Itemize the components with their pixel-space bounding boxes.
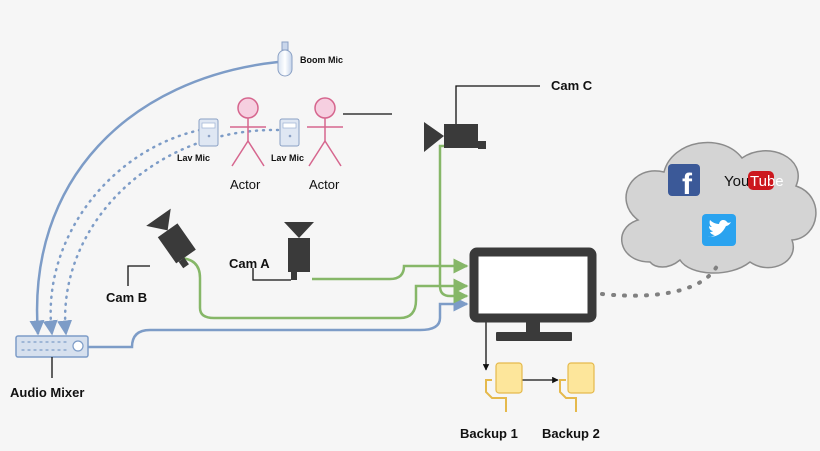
audio-mixer-icon — [15, 335, 89, 358]
backup-1: Backup 1 — [460, 362, 523, 441]
actor-1: Actor — [230, 97, 266, 192]
mixer-to-monitor — [88, 296, 469, 349]
cam-c-to-monitor — [438, 144, 478, 304]
lav-mic-2: Lav Mic — [271, 118, 304, 163]
youtube-tube-text: Tube — [750, 173, 784, 190]
backup-drive-icon — [485, 362, 523, 412]
lav-mic-1-label: Lav Mic — [177, 153, 210, 163]
monitor-to-cloud-stream — [600, 262, 720, 298]
lav-mic-1: Lav Mic — [177, 118, 219, 163]
cam-c: Cam C — [424, 78, 593, 152]
cloud-icon — [621, 141, 817, 274]
backup-drive-icon — [559, 362, 595, 412]
actor-2: Actor — [307, 97, 392, 192]
monitor-icon — [469, 247, 597, 341]
cam-b: Cam B — [106, 208, 196, 305]
microphone-icon — [279, 118, 300, 147]
backup-2: Backup 2 — [542, 362, 600, 441]
audio-mixer: Audio Mixer — [10, 335, 89, 400]
camera-icon — [146, 208, 196, 269]
streaming-cloud: f You Tube — [621, 141, 817, 274]
microphone-icon — [277, 41, 293, 77]
cam-c-label: Cam C — [551, 78, 593, 93]
cam-a-to-monitor — [312, 258, 469, 281]
lav-mic-2-label: Lav Mic — [271, 153, 304, 163]
monitor — [469, 247, 597, 341]
cam-b-pointer-line — [127, 265, 150, 286]
camera-icon — [284, 222, 314, 280]
cam-b-label: Cam B — [106, 290, 147, 305]
cam-a-pointer-line — [252, 268, 291, 281]
cam-a: Cam A — [229, 222, 314, 281]
microphone-icon — [198, 118, 219, 147]
boom-mic: Boom Mic — [277, 41, 343, 77]
audio-mixer-label: Audio Mixer — [10, 385, 84, 400]
stick-figure-icon — [307, 97, 343, 167]
facebook-icon: f — [668, 164, 700, 201]
lav-mic-wireless-1 — [42, 128, 202, 336]
cam-b-to-monitor — [177, 256, 469, 320]
youtube-you-text: You — [724, 173, 749, 190]
actor-1-label: Actor — [230, 177, 261, 192]
youtube-icon: You Tube — [724, 171, 784, 190]
camera-icon — [424, 122, 486, 152]
cam-c-pointer-line — [455, 85, 540, 124]
backup-2-label: Backup 2 — [542, 426, 600, 441]
svg-text:f: f — [682, 168, 693, 201]
backup-1-label: Backup 1 — [460, 426, 518, 441]
boom-mic-cable — [29, 60, 279, 336]
connections — [29, 60, 720, 384]
actor-2-label: Actor — [309, 177, 340, 192]
cam-a-label: Cam A — [229, 256, 270, 271]
stick-figure-icon — [230, 97, 266, 167]
lav-mic-wireless-2 — [57, 128, 280, 336]
boom-mic-label: Boom Mic — [300, 55, 343, 65]
twitter-icon — [702, 214, 736, 246]
